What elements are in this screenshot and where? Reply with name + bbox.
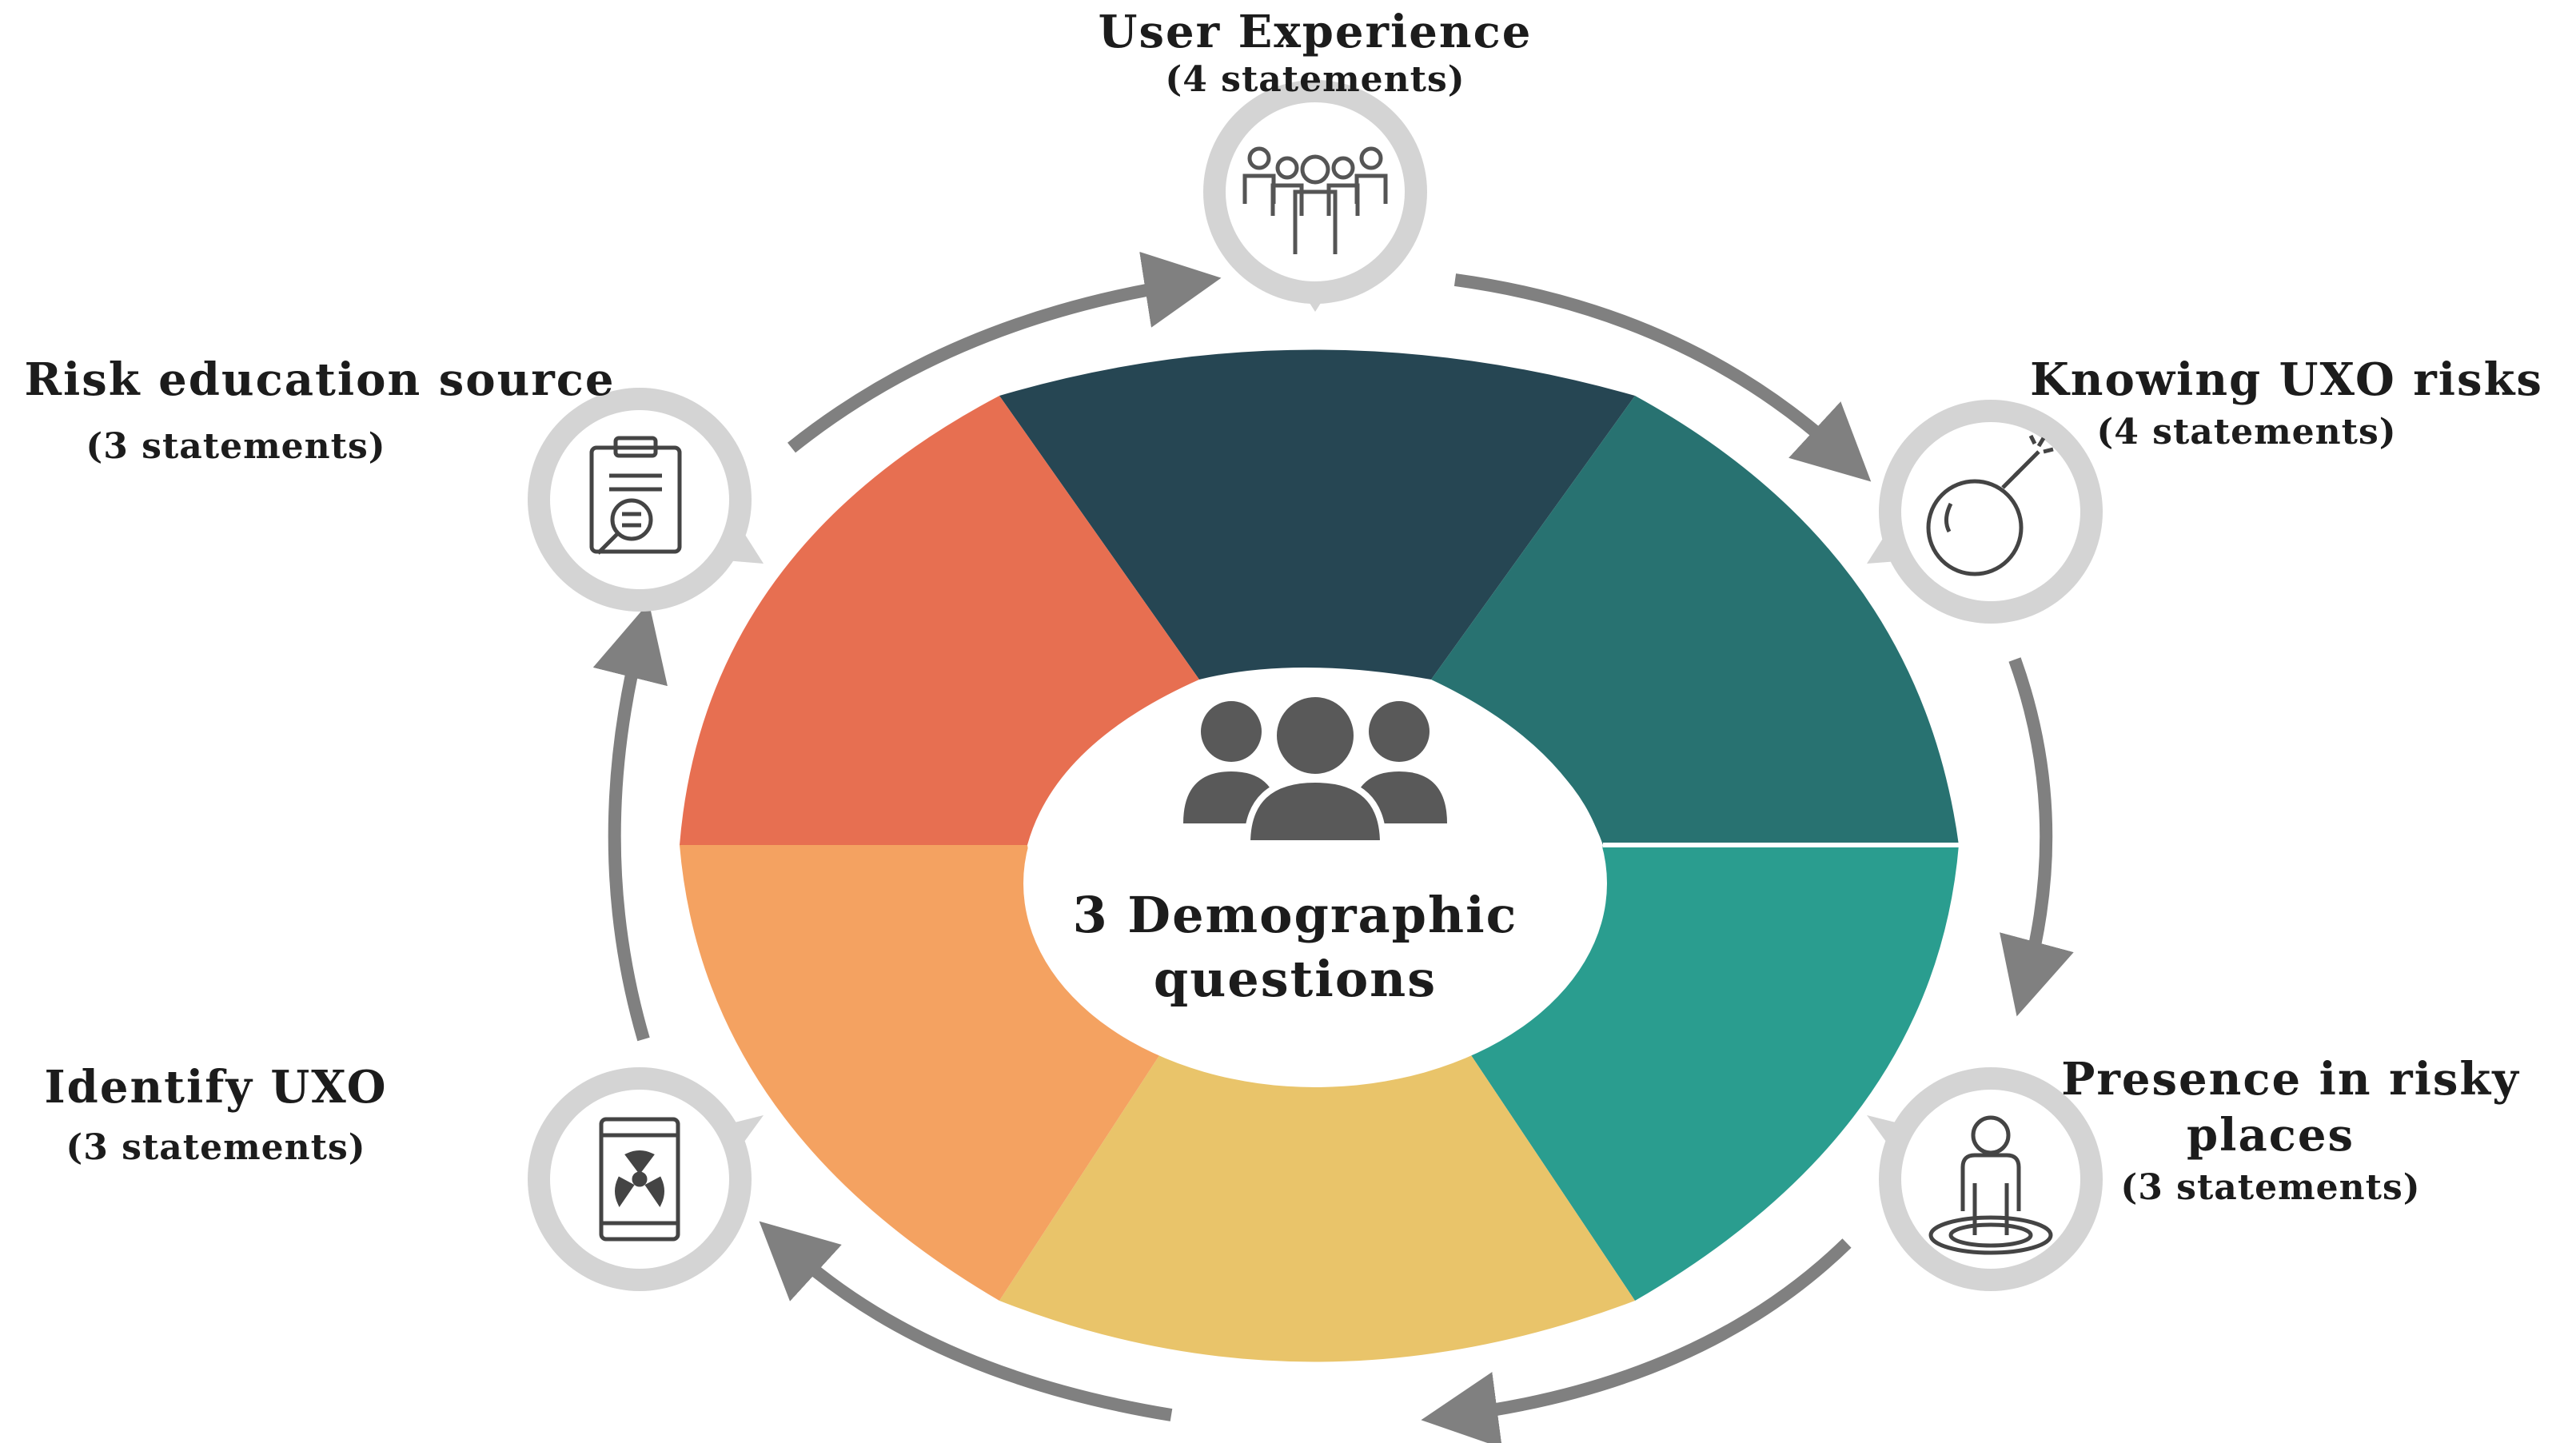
segment-risk-education-source	[680, 396, 1199, 845]
label-subtitle: (3 statements)	[86, 426, 386, 467]
radiation-barrel-icon	[599, 1117, 680, 1242]
label-title: Knowing UXO risks	[2030, 353, 2543, 406]
label-title: User Experience	[1098, 6, 1533, 58]
bubble-presence-risky-places	[1867, 1067, 2103, 1291]
arrow-top-left	[788, 251, 1222, 453]
segment-ring	[680, 349, 1959, 1362]
segment-knowing-uxo-risks	[1431, 396, 1959, 845]
label-title-line2: places	[2187, 1109, 2355, 1162]
segment-bottom	[999, 1043, 1635, 1362]
arrow-right	[2000, 657, 2074, 1017]
label-title: Identify UXO	[44, 1061, 388, 1114]
arrow-left	[592, 602, 668, 1042]
label-subtitle: (3 statements)	[66, 1127, 366, 1168]
center-ellipse	[1023, 680, 1607, 1087]
label-subtitle: (3 statements)	[2120, 1167, 2421, 1208]
arrow-top-right	[1453, 273, 1872, 482]
arrow-bottom-left	[759, 1221, 1173, 1421]
label-title: Risk education source	[24, 353, 616, 406]
label-knowing-uxo-risks: Knowing UXO risks (4 statements)	[1999, 352, 2574, 457]
bomb-icon	[1926, 434, 2054, 576]
center-label: 3 Demographic questions	[1071, 883, 1519, 1011]
bubble-user-experience	[1203, 80, 1427, 312]
label-subtitle: (4 statements)	[1165, 59, 1465, 100]
center-label-line1: 3 Demographic	[1072, 886, 1518, 944]
label-presence-risky-places: Presence in risky places (3 statements)	[2043, 1051, 2538, 1213]
bubble-knowing-uxo-risks	[1867, 400, 2103, 624]
label-identify-uxo: Identify UXO (3 statements)	[44, 1059, 496, 1173]
arrow-bottom-right	[1421, 1238, 1852, 1443]
label-subtitle: (4 statements)	[2096, 412, 2397, 452]
cycle-arrows	[592, 251, 2074, 1443]
center-label-line2: questions	[1153, 950, 1438, 1008]
bubble-identify-uxo	[528, 1067, 764, 1291]
bubble-risk-education-source	[528, 388, 764, 612]
label-risk-education-source: Risk education source (3 statements)	[8, 352, 632, 472]
label-title: Presence in risky	[2061, 1053, 2520, 1106]
document-search-icon	[589, 436, 682, 555]
users-group-icon	[1242, 146, 1388, 254]
person-on-location-icon	[1928, 1115, 2053, 1255]
segment-presence-risky-places	[1463, 845, 1959, 1301]
label-user-experience: User Experience (4 statements)	[1075, 4, 1555, 105]
group-icon	[1183, 691, 1447, 847]
segment-user-experience	[999, 349, 1635, 680]
